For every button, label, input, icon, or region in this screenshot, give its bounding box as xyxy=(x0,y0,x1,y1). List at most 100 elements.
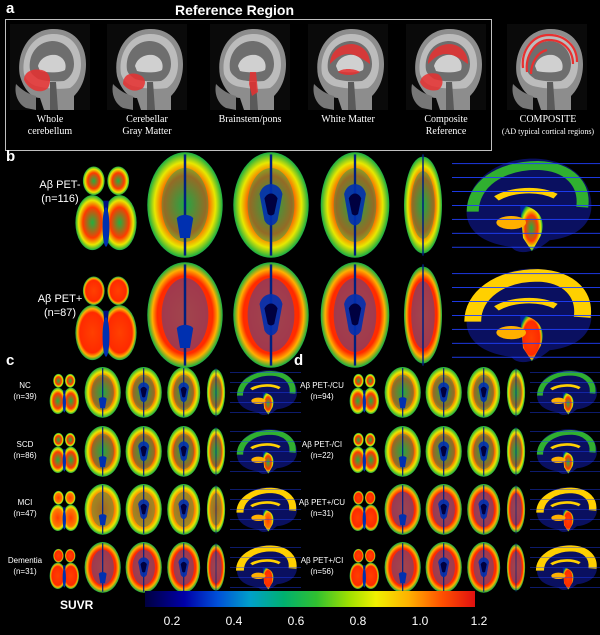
pet-neg-cereb-slice xyxy=(72,150,140,265)
panel-d-row2-cereb-slice xyxy=(348,483,381,541)
pet-pos-sag-slice xyxy=(452,260,600,375)
panel-c-row2-cereb-slice xyxy=(48,483,81,541)
group-label: SCD (n=86) xyxy=(2,439,48,461)
panel-d-row0-ax2-slice xyxy=(424,366,463,424)
panel-c-row1-sag-slice xyxy=(230,425,302,483)
panel-c-row1-ax3-slice xyxy=(165,425,202,483)
group-label-line1: Aβ PET-/CI xyxy=(301,440,343,449)
group-label: Dementia (n=31) xyxy=(2,555,48,577)
pet-neg-ax2-slice xyxy=(230,150,312,265)
panel-c-row3-cereb-slice xyxy=(48,541,81,599)
region-caption-line1: Cerebellar xyxy=(126,114,168,125)
group-label-line2: (n=47) xyxy=(13,509,37,518)
panel-a-letter: a xyxy=(6,0,15,17)
mri-composite-cortical xyxy=(507,24,587,110)
region-caption-line2: cerebellum xyxy=(27,126,73,137)
region-caption-line2: Reference xyxy=(425,126,467,137)
panel-d-row2-ax4-slice xyxy=(504,483,528,541)
panel-d-row3-sag-slice xyxy=(530,541,600,599)
panel-d-row2-sag-slice xyxy=(530,483,600,541)
mri-brainstem-pons xyxy=(210,24,290,110)
pet-pos-ax1-slice xyxy=(144,260,226,375)
panel-c-row2-ax1-slice xyxy=(83,483,122,541)
pet-neg-ax3-slice xyxy=(316,150,394,265)
panel-d-row2-ax3-slice xyxy=(465,483,502,541)
group-label: Aβ PET-/CI (n=22) xyxy=(292,439,352,461)
group-label-line2: (n=31) xyxy=(310,509,334,518)
mri-white-matter xyxy=(308,24,388,110)
group-label-line2: (n=39) xyxy=(13,392,37,401)
panel-d-row0-ax1-slice xyxy=(383,366,422,424)
panel-d-row0-ax4-slice xyxy=(504,366,528,424)
composite-caption-subtitle: (AD typical cortical regions) xyxy=(501,127,595,136)
group-label: MCI (n=47) xyxy=(2,497,48,519)
panel-c-row3-ax3-slice xyxy=(165,541,202,599)
suvr-colorbar xyxy=(145,591,475,607)
panel-d-row1-cereb-slice xyxy=(348,425,381,483)
reference-region-title: Reference Region xyxy=(175,2,295,18)
panel-d-row0-ax3-slice xyxy=(465,366,502,424)
group-label-pet-neg: Aβ PET- (n=116) xyxy=(20,178,100,206)
reference-region-box xyxy=(5,19,492,151)
panel-c-row2-ax4-slice xyxy=(204,483,228,541)
panel-c-row0-sag-slice xyxy=(230,366,302,424)
panel-d-row1-ax4-slice xyxy=(504,425,528,483)
group-label: Aβ PET+/CU (n=31) xyxy=(292,497,352,519)
group-label-line1: Aβ PET+/CU xyxy=(298,498,346,507)
panel-c-row0-ax1-slice xyxy=(83,366,122,424)
panel-c-row1-ax4-slice xyxy=(204,425,228,483)
group-label-line1: MCI xyxy=(17,498,33,507)
pet-neg-sag-slice xyxy=(452,150,600,265)
group-label: Aβ PET-/CU (n=94) xyxy=(292,380,352,402)
pet-pos-ax3-slice xyxy=(316,260,394,375)
panel-d-row1-sag-slice xyxy=(530,425,600,483)
panel-d-row2-ax1-slice xyxy=(383,483,422,541)
group-label-line2: (n=22) xyxy=(310,451,334,460)
group-label-line1: Aβ PET-/CU xyxy=(300,381,344,390)
group-label: Aβ PET+/CI (n=56) xyxy=(292,555,352,577)
group-label-line1: Dementia xyxy=(7,556,43,565)
colorbar-tick: 0.8 xyxy=(349,614,367,628)
colorbar-tick: 1.2 xyxy=(470,614,488,628)
region-caption-line1: Composite xyxy=(424,114,468,125)
panel-d-letter: d xyxy=(294,352,304,369)
panel-c-row2-sag-slice xyxy=(230,483,302,541)
colorbar-tick: 0.4 xyxy=(225,614,243,628)
panel-d-row3-ax2-slice xyxy=(424,541,463,599)
panel-c-row2-ax3-slice xyxy=(165,483,202,541)
group-label-line2: (n=87) xyxy=(43,307,77,319)
group-label-line2: (n=56) xyxy=(310,567,334,576)
panel-c-row3-sag-slice xyxy=(230,541,302,599)
region-caption: Brainstem/pons xyxy=(204,114,296,126)
panel-c-row1-ax2-slice xyxy=(124,425,163,483)
panel-c-row0-cereb-slice xyxy=(48,366,81,424)
pet-neg-ax4-slice xyxy=(398,150,448,265)
panel-b-letter: b xyxy=(6,148,16,165)
panel-d-row3-ax4-slice xyxy=(504,541,528,599)
mri-whole-cerebellum xyxy=(10,24,90,110)
colorbar-tick: 0.2 xyxy=(163,614,181,628)
group-label-line1: NC xyxy=(19,381,31,390)
panel-c-row0-ax2-slice xyxy=(124,366,163,424)
group-label-line2: (n=86) xyxy=(13,451,37,460)
pet-neg-ax1-slice xyxy=(144,150,226,265)
group-label-line1: Aβ PET+ xyxy=(37,293,83,305)
panel-d-row2-ax2-slice xyxy=(424,483,463,541)
region-caption-line1: Brainstem/pons xyxy=(218,114,282,125)
panel-d-row1-ax1-slice xyxy=(383,425,422,483)
pet-pos-cereb-slice xyxy=(72,260,140,375)
mri-composite-reference xyxy=(406,24,486,110)
group-label-line1: SCD xyxy=(16,440,34,449)
colorbar-tick: 1.0 xyxy=(411,614,429,628)
pet-pos-ax4-slice xyxy=(398,260,448,375)
colorbar-tick: 0.6 xyxy=(287,614,305,628)
region-caption-line1: Whole xyxy=(36,114,64,125)
region-caption: White Matter xyxy=(302,114,394,126)
group-label-line2: (n=94) xyxy=(310,392,334,401)
group-label: NC (n=39) xyxy=(2,380,48,402)
panel-c-row3-ax4-slice xyxy=(204,541,228,599)
composite-caption-title: COMPOSITE xyxy=(519,114,577,125)
